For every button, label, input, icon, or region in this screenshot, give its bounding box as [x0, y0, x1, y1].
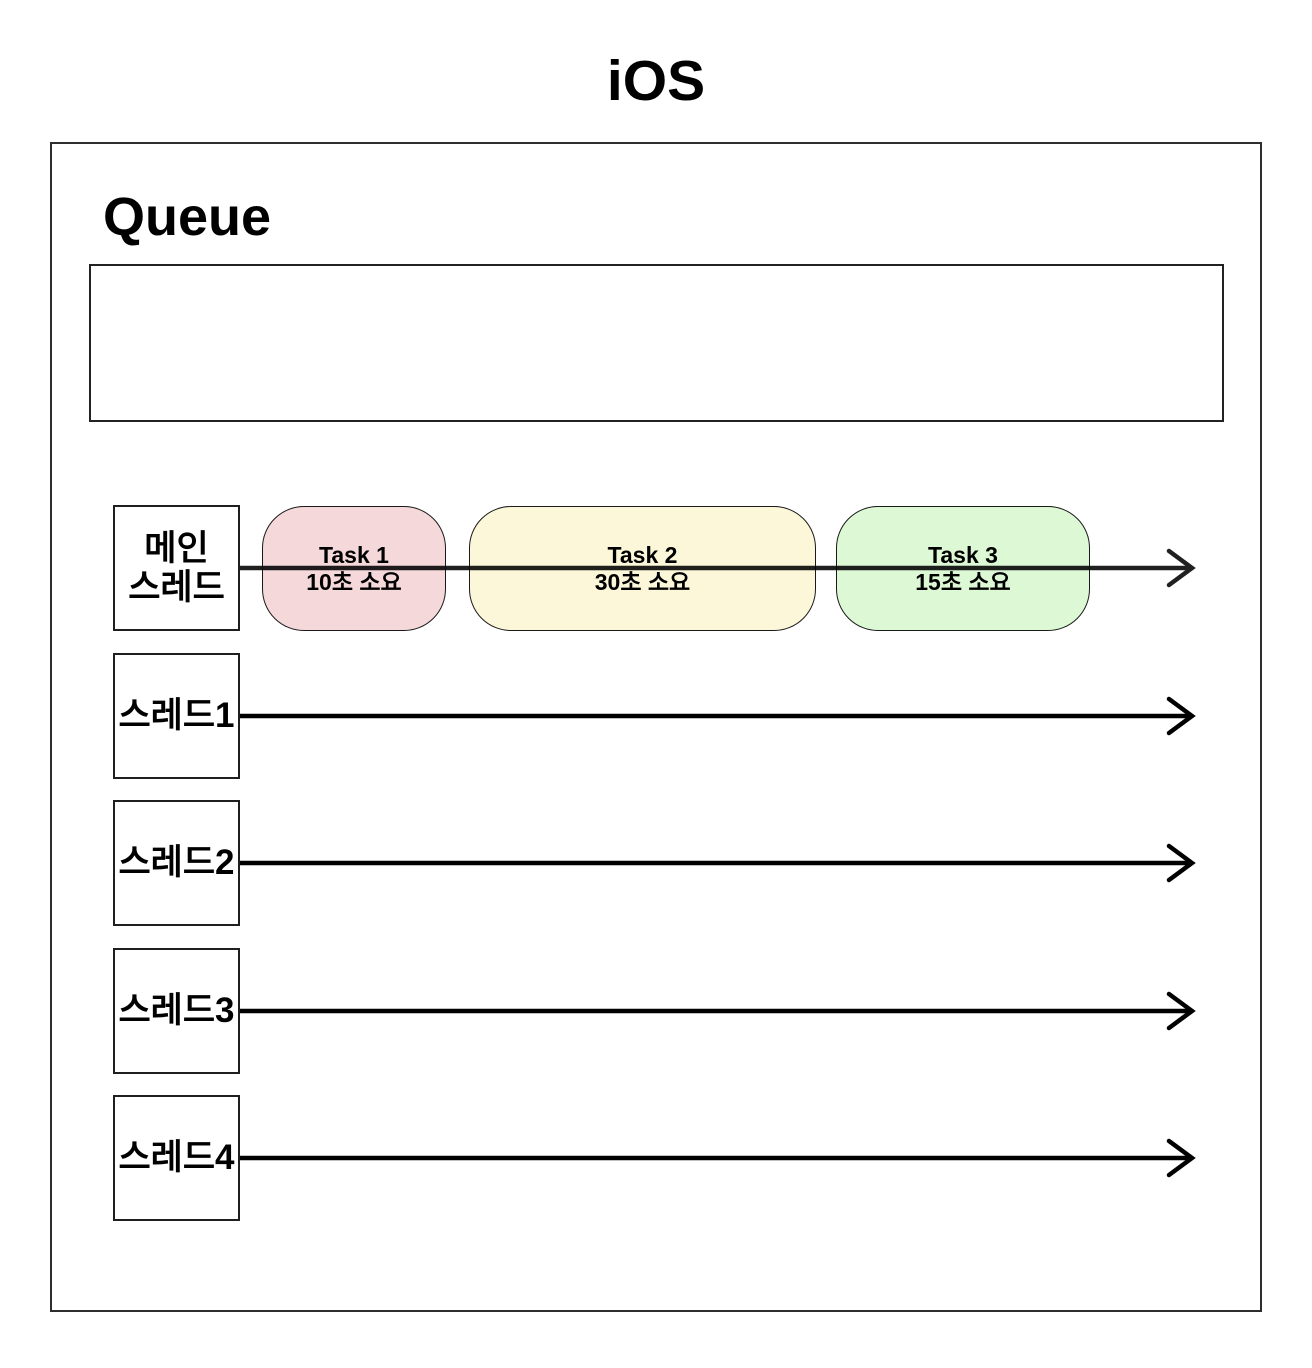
task-3-duration: 15초 소요: [915, 568, 1011, 595]
thread-1-box: 스레드1: [113, 653, 240, 779]
queue-heading: Queue: [103, 187, 272, 247]
task-2-name: Task 2: [607, 541, 678, 568]
thread-1-timeline-arrow: [240, 696, 1196, 736]
task-1-name: Task 1: [319, 541, 389, 568]
thread-4-box: 스레드4: [113, 1095, 240, 1221]
thread-3-timeline-arrow: [240, 991, 1196, 1031]
queue-empty-rect: [89, 264, 1224, 422]
thread-1-label: 스레드1: [118, 696, 235, 736]
arrowhead-icon: [1166, 991, 1196, 1031]
thread-2-timeline-arrow: [240, 843, 1196, 883]
main-thread-timeline-arrow: [240, 548, 1196, 588]
arrowhead-icon: [1166, 1138, 1196, 1178]
diagram-title: iOS: [606, 49, 706, 113]
thread-3-box: 스레드3: [113, 948, 240, 1074]
task-1-duration: 10초 소요: [306, 568, 402, 595]
main-thread-box: 메인 스레드: [113, 505, 240, 631]
arrowhead-icon: [1166, 548, 1196, 588]
task-2-duration: 30초 소요: [594, 568, 691, 595]
thread-4-label: 스레드4: [118, 1138, 235, 1178]
arrowhead-icon: [1166, 696, 1196, 736]
arrowhead-icon: [1166, 843, 1196, 883]
thread-2-label: 스레드2: [118, 843, 235, 883]
thread-2-box: 스레드2: [113, 800, 240, 926]
thread-3-label: 스레드3: [118, 991, 235, 1031]
task-3-name: Task 3: [928, 541, 998, 568]
main-thread-label-line2: 스레드: [128, 568, 225, 607]
main-thread-label-line1: 메인: [144, 528, 209, 568]
task-1-box: Task 1 10초 소요: [262, 506, 446, 631]
thread-4-timeline-arrow: [240, 1138, 1196, 1178]
